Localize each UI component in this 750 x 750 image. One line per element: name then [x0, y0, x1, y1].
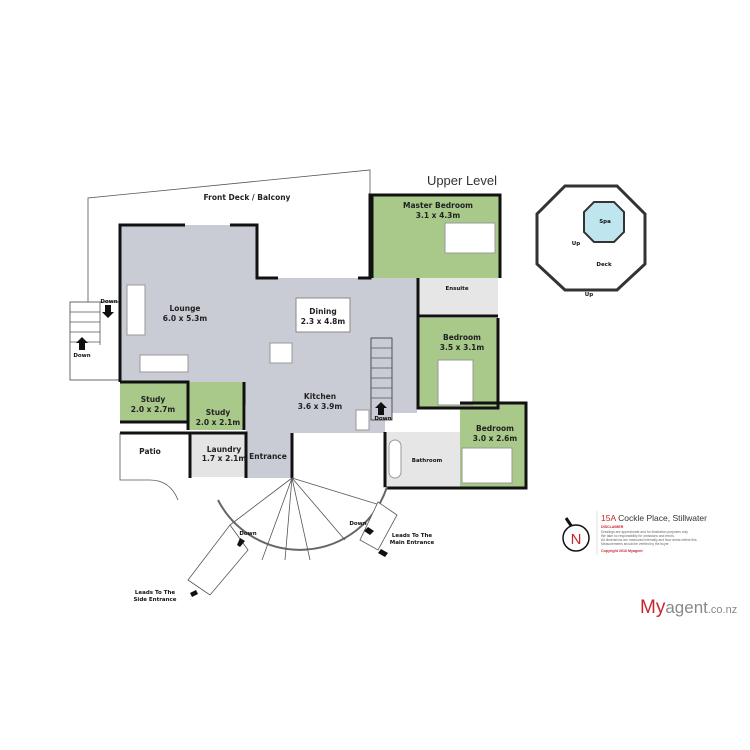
bed: [444, 222, 496, 254]
patio-outline: [119, 433, 179, 501]
compass-icon: N: [562, 517, 590, 552]
arrow-icon: [364, 527, 374, 535]
entrance-label: Entrance: [249, 452, 287, 461]
master-bedroom-size: 3.1 x 4.3m: [416, 211, 461, 220]
living-area-floor: [120, 225, 417, 433]
stair-label: Up: [585, 292, 593, 298]
disclaimer-text: Measurements should be verified by the b…: [601, 542, 670, 546]
stair-label: Down: [239, 531, 256, 537]
study-label: Study: [206, 408, 231, 417]
laundry-floor: [190, 433, 245, 477]
stair-label: Down: [374, 416, 391, 422]
arrow-down-icon: [237, 538, 245, 547]
fireplace: [269, 342, 293, 364]
direction-label: Leads To The: [135, 590, 175, 596]
study-size: 2.0 x 2.1m: [196, 418, 241, 427]
bedroom-label: Bedroom: [443, 333, 481, 342]
bed: [437, 359, 474, 406]
disclaimer-text: We take no responsibility for omissions …: [601, 534, 675, 538]
sofa: [126, 284, 146, 336]
dining-table: [295, 297, 351, 333]
bedroom-size: 3.5 x 3.1m: [440, 343, 485, 352]
ensuite-floor: [418, 278, 498, 316]
svg-text:N: N: [571, 531, 582, 548]
front-deck-label: Front Deck / Balcony: [204, 193, 291, 202]
inner-stairs: [370, 337, 393, 421]
spa-label: Spa: [599, 219, 611, 225]
arrow-up-icon: [76, 337, 88, 350]
stair-label: Down: [73, 353, 90, 359]
ensuite-label: Ensuite: [445, 286, 468, 292]
study-2-floor: [188, 382, 244, 430]
left-stairs: [69, 301, 121, 381]
kitchen-label: Kitchen: [304, 392, 336, 401]
arrow-down-icon: [102, 305, 114, 318]
stair-arrows: [76, 305, 388, 597]
study-label: Study: [141, 395, 166, 404]
stair-label: Down: [349, 521, 366, 527]
disclaimer-text: Drawings are approximate and for illustr…: [601, 530, 689, 534]
master-bedroom-label: Master Bedroom: [403, 201, 473, 210]
stair-label: Up: [572, 241, 580, 247]
curved-stairs: [187, 477, 398, 596]
lounge-label: Lounge: [169, 304, 200, 313]
bed: [461, 447, 513, 484]
dining-size: 2.3 x 4.8m: [301, 317, 346, 326]
arrow-up-icon: [375, 402, 387, 415]
sofa: [139, 354, 189, 373]
spa: [583, 201, 625, 243]
level-title: Upper Level: [427, 173, 497, 188]
patio-label: Patio: [139, 447, 161, 456]
stair-label: Down: [100, 299, 117, 305]
copyright: Copyright 2016 Myagent: [601, 549, 643, 553]
arrow-icon: [378, 549, 388, 557]
study-size: 2.0 x 2.7m: [131, 405, 176, 414]
direction-label: Main Entrance: [390, 540, 435, 546]
disclaimer-text: All dimensions are measured internally a…: [601, 538, 697, 542]
kitchen-size: 3.6 x 3.9m: [298, 402, 343, 411]
disclaimer-title: DISCLAIMER: [601, 525, 624, 529]
arrow-icon: [190, 590, 198, 597]
dining-label: Dining: [309, 307, 336, 316]
direction-label: Leads To The: [392, 533, 432, 539]
entrance-floor: [246, 433, 292, 478]
bedroom-size: 3.0 x 2.6m: [473, 434, 518, 443]
deck-label: Deck: [596, 262, 612, 268]
study-1-floor: [120, 382, 188, 422]
lounge-size: 6.0 x 5.3m: [163, 314, 208, 323]
stove: [355, 409, 370, 431]
direction-label: Side Entrance: [133, 597, 176, 603]
bathroom-label: Bathroom: [412, 458, 443, 464]
myagent-logo: Myagent.co.nz: [640, 597, 737, 618]
laundry-size: 1.7 x 2.1m: [202, 454, 247, 463]
bedroom-label: Bedroom: [476, 424, 514, 433]
bathtub: [388, 439, 402, 479]
laundry-label: Laundry: [207, 445, 242, 454]
